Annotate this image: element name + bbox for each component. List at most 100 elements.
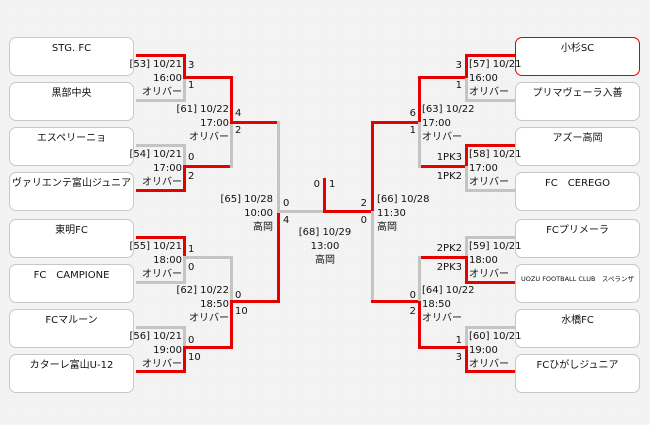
match-info-57: [57] 10/21 16:00 オリバー	[469, 58, 522, 100]
match-info-56: [56] 10/21 19:00 オリバー	[129, 330, 182, 372]
bracket-line	[136, 189, 185, 192]
team-box-left-6[interactable]: FC CAMPIONE	[9, 264, 134, 303]
bracket-line	[465, 326, 468, 348]
score: 1	[455, 80, 462, 91]
match-venue: オリバー	[422, 313, 462, 324]
bracket-line	[465, 144, 515, 147]
team-box-right-5[interactable]: FCプリメーラ	[515, 219, 640, 258]
bracket-line	[418, 122, 421, 168]
bracket-line	[465, 236, 515, 239]
bracket-line	[183, 165, 232, 168]
score: 0	[409, 290, 416, 301]
team-box-right-1[interactable]: 小杉SC	[515, 37, 640, 76]
match-time: 13:00	[310, 241, 340, 252]
match-venue: オリバー	[189, 313, 229, 324]
score: 0	[360, 215, 367, 226]
final-score-right: 1	[329, 179, 336, 190]
match-id: [55] 10/21	[129, 241, 182, 252]
bracket-line	[230, 301, 233, 349]
match-info-53: [53] 10/21 16:00 オリバー	[129, 58, 182, 100]
bracket-line	[465, 189, 515, 192]
bracket-line	[371, 300, 420, 303]
bracket-line	[277, 211, 280, 303]
match-id: [64] 10/22	[422, 285, 475, 296]
bracket-line	[183, 259, 186, 284]
score: 10	[188, 352, 201, 363]
team-box-left-2[interactable]: 黒部中央	[9, 82, 134, 121]
match-id: [54] 10/21	[129, 149, 182, 160]
bracket-line	[277, 210, 325, 213]
score: 0	[188, 335, 195, 346]
bracket-line	[465, 78, 468, 102]
match-info-68: [68] 10/29 13:00 高岡	[286, 226, 364, 268]
team-box-right-4[interactable]: FC CEREGO	[515, 172, 640, 211]
bracket-line	[230, 122, 233, 168]
score: 3	[188, 60, 195, 71]
score: 0	[283, 198, 290, 209]
bracket-line	[465, 346, 468, 373]
match-venue: オリバー	[142, 177, 182, 188]
match-id: [68] 10/29	[298, 227, 352, 238]
match-id: [62] 10/22	[176, 285, 229, 296]
match-id: [53] 10/21	[129, 59, 182, 70]
score: 2PK2	[436, 243, 462, 254]
bracket-line	[418, 165, 467, 168]
bracket-line	[418, 76, 421, 122]
bracket-line	[465, 144, 468, 168]
match-info-60: [60] 10/21 19:00 オリバー	[469, 330, 522, 372]
match-id: [58] 10/21	[469, 149, 522, 160]
bracket-line	[136, 281, 185, 284]
score: 2	[235, 125, 242, 136]
bracket-line	[465, 236, 468, 258]
match-venue: オリバー	[469, 269, 509, 280]
match-id: [60] 10/21	[469, 331, 522, 342]
match-info-63: [63] 10/22 17:00 オリバー	[422, 103, 475, 145]
team-box-left-3[interactable]: エスペリーニョ	[9, 127, 134, 166]
team-box-left-7[interactable]: FCマルーン	[9, 309, 134, 348]
team-box-right-3[interactable]: アズー高岡	[515, 127, 640, 166]
match-info-65: [65] 10/28 10:00 高岡	[220, 193, 273, 235]
bracket-line	[465, 326, 515, 329]
score: 1	[455, 335, 462, 346]
bracket-line	[183, 144, 186, 168]
match-time: 16:00	[469, 73, 498, 84]
team-box-left-4[interactable]: ヴァリエンテ富山ジュニア	[9, 172, 134, 211]
bracket-line	[465, 54, 515, 57]
score: 10	[235, 306, 248, 317]
bracket-line	[230, 256, 233, 302]
bracket-line	[183, 256, 232, 259]
bracket-line	[418, 346, 467, 349]
team-box-left-1[interactable]: STG. FC	[9, 37, 134, 76]
match-venue: オリバー	[422, 132, 462, 143]
bracket-line	[230, 121, 279, 124]
team-box-right-7[interactable]: 水橋FC	[515, 309, 640, 348]
match-id: [59] 10/21	[469, 241, 522, 252]
bracket-line	[465, 256, 468, 284]
match-id: [65] 10/28	[220, 194, 273, 205]
match-id: [61] 10/22	[176, 104, 229, 115]
team-box-left-8[interactable]: カターレ富山U-12	[9, 354, 134, 393]
score: 0	[235, 290, 242, 301]
bracket-line	[136, 54, 185, 57]
bracket-line	[136, 99, 185, 102]
score: 1PK3	[436, 152, 462, 163]
bracket-line	[418, 256, 421, 302]
match-venue: オリバー	[142, 269, 182, 280]
team-box-right-2[interactable]: プリマヴェーラ入善	[515, 82, 640, 121]
match-time: 19:00	[153, 345, 182, 356]
match-time: 18:00	[153, 255, 182, 266]
match-id: [66] 10/28	[377, 194, 430, 205]
bracket-line	[183, 54, 186, 78]
score: 1	[188, 80, 195, 91]
team-box-left-5[interactable]: 東明FC	[9, 219, 134, 258]
match-info-59: [59] 10/21 18:00 オリバー	[469, 240, 522, 282]
bracket-line	[183, 166, 186, 192]
match-id: [57] 10/21	[469, 59, 522, 70]
bracket-line	[371, 121, 374, 212]
team-box-right-8[interactable]: FCひがしジュニア	[515, 354, 640, 393]
team-box-right-6[interactable]: UOZU FOOTBALL CLUB スペランザ	[515, 264, 640, 303]
match-info-66: [66] 10/28 11:30 高岡	[377, 193, 430, 235]
match-time: 17:00	[153, 163, 182, 174]
match-info-62: [62] 10/22 18:50 オリバー	[176, 284, 229, 326]
